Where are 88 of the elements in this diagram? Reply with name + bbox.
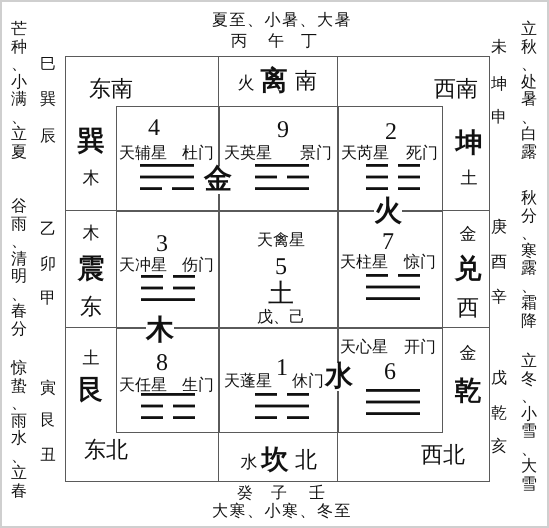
trigram-name: 坎 (262, 446, 288, 474)
direction-label: 北 (295, 449, 317, 471)
sign-label: 午 (268, 34, 284, 50)
trigram-name: 离 (260, 68, 288, 94)
direction-label: 东 (80, 296, 102, 318)
star-name: 天辅星 (119, 146, 167, 162)
sign-label: 辛 (491, 290, 507, 306)
solar-terms-label: 立冬、小雪、大雪 (521, 353, 537, 493)
sign-label: 庚 (491, 220, 507, 236)
door-name: 开门 (404, 340, 436, 356)
sign-label: 甲 (40, 291, 56, 307)
direction-label: 东南 (89, 78, 133, 100)
palace-number: 2 (385, 120, 397, 144)
solar-terms-label: 芒种、小满、立夏 (11, 21, 27, 161)
sign-label: 壬 (309, 486, 325, 502)
star-name: 天柱星 (340, 255, 388, 271)
star-name: 天芮星 (341, 146, 389, 162)
element-label: 火 (238, 74, 254, 92)
door-name: 景门 (300, 146, 332, 162)
trigram-name: 乾 (454, 378, 482, 404)
element-label: 金 (204, 166, 232, 194)
solar-terms-label: 大寒、小寒、冬至 (212, 504, 352, 520)
door-name: 死门 (406, 146, 438, 162)
solar-terms-label: 惊蛰、雨水、立春 (11, 360, 27, 500)
trigram-name: 兑 (454, 256, 482, 282)
door-name: 伤门 (182, 258, 214, 274)
trigram-name: 巽 (78, 128, 104, 154)
sign-label: 丑 (40, 448, 56, 464)
sign-label: 丙 (231, 34, 247, 50)
stem-label: 戊、己 (257, 310, 305, 326)
star-name: 天禽星 (257, 233, 305, 249)
solar-terms-label: 立秋、处暑、白露 (521, 21, 537, 161)
door-name: 生门 (182, 378, 214, 394)
direction-label: 东北 (84, 439, 128, 461)
sign-label: 未 (491, 40, 507, 56)
palace-number: 9 (277, 118, 289, 142)
solar-terms-label: 夏至、小暑、大暑 (212, 13, 352, 29)
element-label: 木 (82, 224, 100, 242)
direction-label: 西北 (421, 444, 465, 466)
sign-label: 巽 (40, 92, 56, 108)
star-name: 天冲星 (119, 258, 167, 274)
palace-number: 1 (276, 356, 288, 380)
element-label: 土 (82, 350, 100, 366)
trigram-name: 震 (78, 256, 104, 282)
sign-label: 乙 (40, 222, 56, 238)
element-label: 土 (268, 281, 294, 307)
element-label: 木 (82, 170, 100, 186)
sign-label: 坤 (491, 77, 507, 93)
sign-label: 癸 (237, 486, 253, 502)
sign-label: 申 (491, 110, 507, 126)
sign-label: 辰 (40, 129, 56, 145)
door-name: 惊门 (404, 255, 436, 271)
element-label: 火 (374, 198, 402, 226)
palace-number: 4 (148, 116, 160, 140)
sign-label: 亥 (491, 439, 507, 455)
door-name: 休门 (292, 374, 324, 390)
palace-number: 3 (156, 232, 168, 256)
solar-terms-label: 秋分、寒露、霜降 (521, 190, 537, 330)
direction-label: 西 (457, 297, 479, 319)
trigram-name: 艮 (78, 376, 104, 404)
star-name: 天心星 (340, 340, 388, 356)
element-label: 金 (460, 226, 476, 242)
sign-label: 艮 (40, 413, 56, 429)
sign-label: 寅 (40, 381, 56, 397)
palace-number: 5 (275, 255, 287, 279)
element-label: 水 (240, 454, 258, 470)
palace-number: 7 (382, 230, 394, 254)
solar-terms-label: 谷雨、清明、春分 (11, 198, 27, 338)
element-label: 木 (146, 317, 174, 345)
element-label: 水 (325, 363, 353, 391)
door-name: 杜门 (182, 146, 214, 162)
palace-number: 8 (156, 351, 168, 375)
sign-label: 子 (271, 486, 287, 502)
star-name: 天英星 (224, 146, 272, 162)
direction-label: 南 (295, 70, 317, 92)
sign-label: 卯 (40, 257, 56, 273)
sign-label: 巳 (40, 57, 56, 73)
palace-number: 6 (384, 360, 396, 384)
sign-label: 戊 (491, 371, 507, 387)
star-name: 天任星 (119, 378, 167, 394)
element-label: 土 (460, 170, 478, 186)
sign-label: 丁 (301, 34, 317, 50)
element-label: 金 (460, 344, 476, 362)
sign-label: 酉 (491, 255, 507, 271)
sign-label: 乾 (491, 406, 507, 422)
direction-label: 西南 (434, 78, 478, 100)
trigram-name: 坤 (456, 130, 482, 156)
star-name: 天蓬星 (224, 374, 272, 390)
